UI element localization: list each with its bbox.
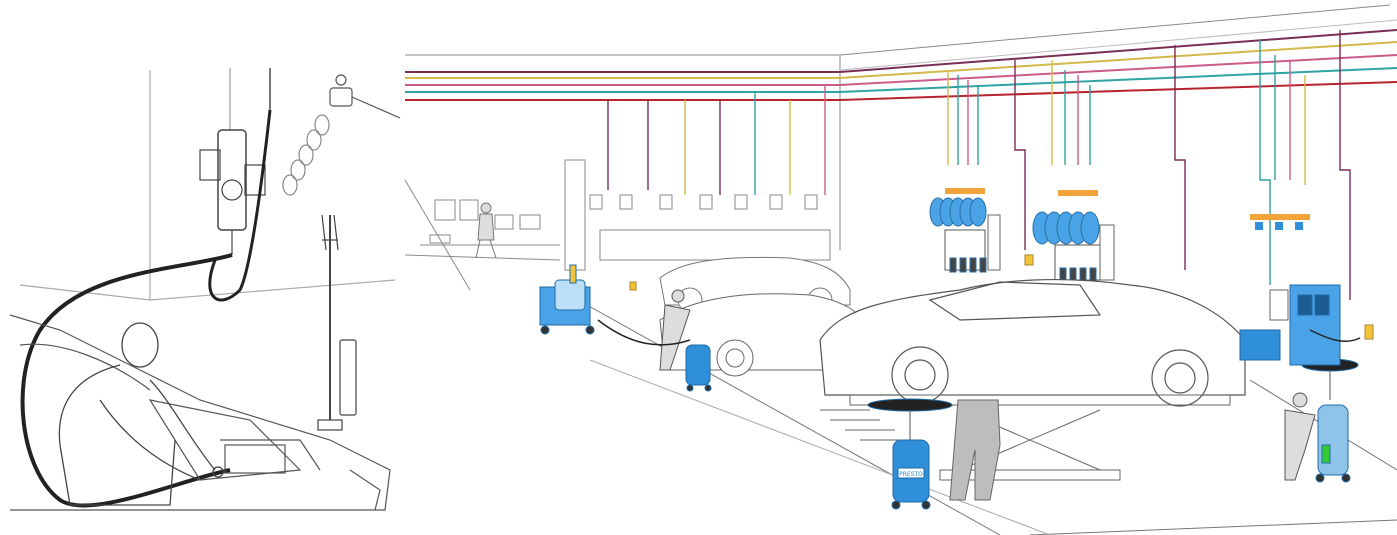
pipe-red xyxy=(405,81,1397,101)
valve-manifolds xyxy=(945,188,1310,230)
oil-cart-left xyxy=(539,264,595,335)
oil-drainer-right xyxy=(1301,358,1359,483)
dispensing-unit-right xyxy=(1239,284,1341,366)
background-worker xyxy=(475,202,497,259)
tool-column xyxy=(317,214,357,431)
yellow-fittings xyxy=(629,254,1374,340)
back-drop-pipes xyxy=(607,85,826,195)
floor-hoses xyxy=(597,319,1361,346)
overhead-pipes xyxy=(405,29,1397,101)
car-on-lift xyxy=(819,278,1246,407)
hose-reel-cluster-middle xyxy=(1032,211,1115,283)
worker-right xyxy=(1284,392,1316,481)
left-panel-sketch xyxy=(9,68,401,511)
worker-front-center xyxy=(949,399,1001,501)
pipe-purple xyxy=(405,29,1397,73)
hose-reel-cluster-left xyxy=(929,197,1001,273)
oil-drainer-middle xyxy=(685,344,712,392)
car-front-sketch xyxy=(9,314,391,511)
right-drop-pipes xyxy=(947,30,1351,300)
brand-label: PRESTO xyxy=(899,471,923,478)
oil-drainer-front: PRESTO xyxy=(867,398,953,510)
air-regulator xyxy=(329,74,401,119)
hose-black xyxy=(20,253,233,508)
hose-reel-unit xyxy=(199,129,266,255)
pipe-yellow xyxy=(405,41,1397,79)
pipe-teal xyxy=(405,67,1397,93)
pipe-pink xyxy=(405,54,1397,86)
worker-left-car xyxy=(659,289,691,371)
mechanic-figure xyxy=(58,322,224,506)
coiled-air-hose xyxy=(282,114,330,196)
